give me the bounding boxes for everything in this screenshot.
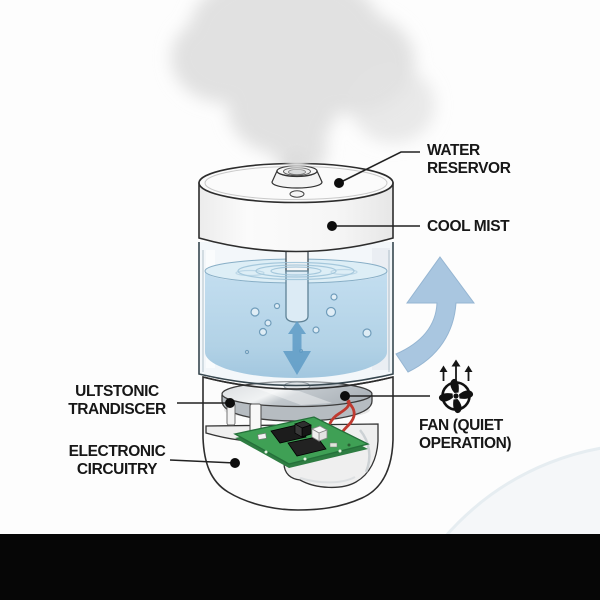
label-water-reservoir: WATER RESERVOR	[427, 142, 511, 178]
callout-dots	[225, 178, 350, 468]
water-tube	[285, 245, 309, 323]
label-fan: FAN (QUIET OPERATION)	[419, 417, 512, 453]
base-rim	[202, 376, 394, 390]
disc-support-legs	[226, 402, 262, 433]
water-reservoir-body	[198, 242, 394, 391]
fan-icon	[438, 378, 474, 414]
ripples	[235, 261, 358, 281]
label-line: OPERATION)	[419, 435, 512, 452]
label-line: TRANDISCER	[68, 401, 166, 418]
label-line: WATER	[427, 142, 480, 159]
water-flow-arrow	[283, 321, 311, 375]
label-line: RESERVOR	[427, 160, 511, 177]
label-cool-mist: COOL MIST	[427, 218, 510, 236]
circuit-board	[233, 416, 370, 468]
callout-lines	[169, 151, 430, 464]
bottom-bar	[0, 534, 600, 600]
label-line: COOL MIST	[427, 218, 510, 235]
device-cap	[198, 162, 394, 253]
mist-wisp	[286, 150, 308, 170]
fan-airflow-arrows	[439, 359, 473, 381]
label-line: ULTSTONIC	[75, 383, 159, 400]
label-line: ELECTRONIC	[68, 443, 166, 460]
cap-indicator	[289, 190, 305, 198]
label-line: CIRCUITRY	[76, 461, 158, 478]
airflow-up-arrow	[395, 256, 475, 373]
bubbles	[244, 293, 372, 355]
label-ultrasonic-transducer: ULTSTONIC TRANDISCER	[52, 383, 182, 419]
label-electronic-circuitry: ELECTRONIC CIRCUITRY	[52, 443, 182, 479]
label-line: FAN (QUIET	[419, 417, 503, 434]
